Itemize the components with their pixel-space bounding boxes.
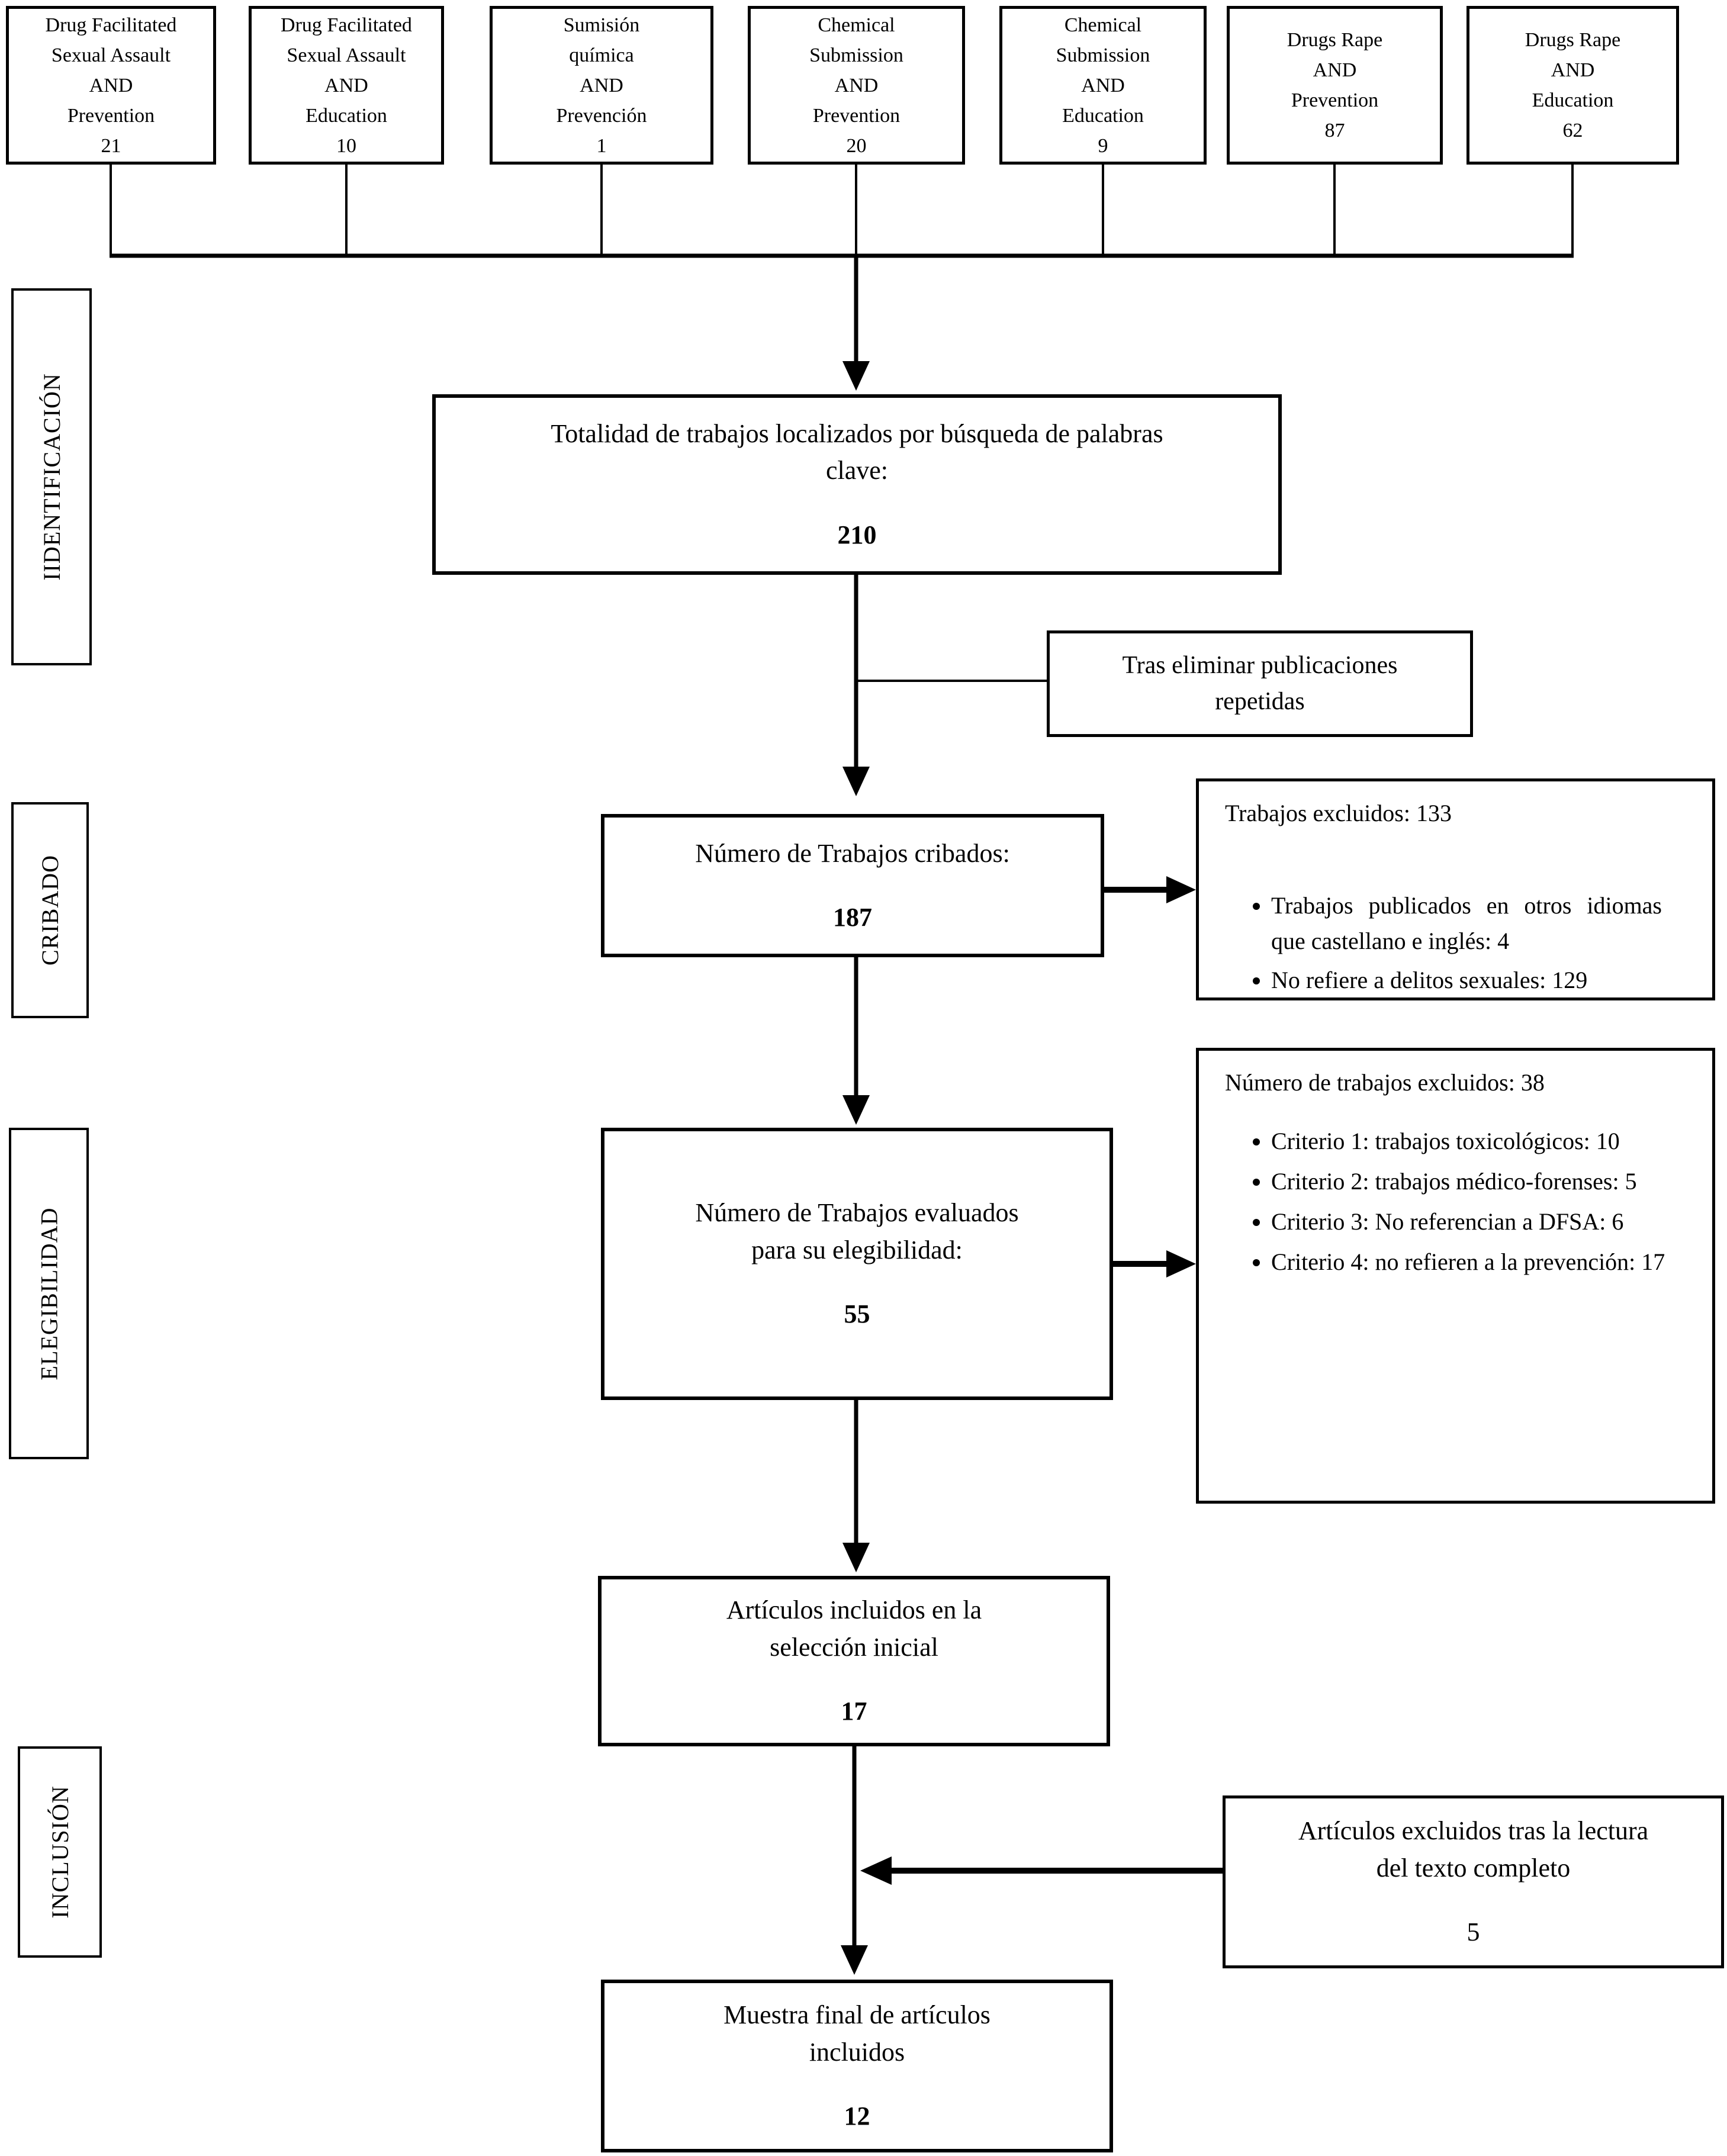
flow-box-count: 210: [837, 520, 877, 549]
arrowhead-fulltext: [860, 1856, 892, 1885]
exclusion-list: Trabajos publicados en otros idiomas que…: [1225, 888, 1662, 1002]
exclusion-box-eligibility: Número de trabajos excluidos: 38 Criteri…: [1196, 1048, 1715, 1504]
search-box-label: Drug Facilitated Sexual Assault AND Prev…: [45, 14, 177, 127]
exclusion-item: Criterio 1: trabajos toxicológicos: 10: [1271, 1123, 1686, 1160]
exclusion-item: Criterio 2: trabajos médico-forenses: 5: [1271, 1163, 1686, 1200]
stage-label-text: ELEGIBILIDAD: [36, 1207, 63, 1380]
arrowhead-to-final: [841, 1945, 868, 1975]
exclusion-box-count: 5: [1466, 1917, 1480, 1947]
flow-box-title: Artículos incluidos en la selección inic…: [726, 1595, 982, 1662]
flow-box-count: 17: [841, 1697, 867, 1726]
flow-box-final-sample: Muestra final de artículos incluidos 12: [601, 1980, 1113, 2152]
stage-label-inclusion: INCLUSIÓN: [18, 1746, 102, 1958]
flow-box-count: 187: [833, 903, 872, 932]
flow-box-title: Número de Trabajos evaluados para su ele…: [695, 1198, 1019, 1264]
flow-box-title: Totalidad de trabajos localizados por bú…: [551, 419, 1163, 485]
search-box-label: Chemical Submission AND Prevention: [809, 14, 903, 127]
arrowhead-to-total: [842, 361, 870, 391]
note-box-text: Tras eliminar publicaciones repetidas: [1122, 652, 1398, 715]
arrowhead-to-assessed: [842, 1095, 870, 1125]
flow-box-title: Muestra final de artículos incluidos: [723, 2000, 990, 2067]
search-box-chemsub-prevention: Chemical Submission AND Prevention 20: [748, 6, 965, 165]
search-box-drugsrape-education: Drugs Rape AND Education 62: [1466, 6, 1679, 165]
arrowhead-assessed-excluded: [1166, 1250, 1196, 1277]
exclusion-box-title: Trabajos excluidos: 133: [1225, 800, 1452, 826]
search-box-dfsa-prevention: Drug Facilitated Sexual Assault AND Prev…: [6, 6, 216, 165]
stage-label-screening: CRIBADO: [11, 802, 89, 1018]
search-box-count: 21: [101, 134, 121, 157]
search-box-label: Sumisión química AND Prevención: [556, 14, 647, 127]
arrowhead-to-initial: [842, 1543, 870, 1572]
flow-box-title: Número de Trabajos cribados:: [695, 838, 1010, 868]
search-box-count: 9: [1098, 134, 1108, 157]
exclusion-box-title: Número de trabajos excluidos: 38: [1225, 1069, 1545, 1096]
flow-box-total-records: Totalidad de trabajos localizados por bú…: [432, 394, 1282, 575]
stage-label-text: INCLUSIÓN: [46, 1785, 73, 1919]
search-box-count: 20: [846, 134, 867, 157]
flow-box-initial-selection: Artículos incluidos en la selección inic…: [598, 1576, 1110, 1746]
stage-label-eligibility: ELEGIBILIDAD: [9, 1128, 89, 1459]
exclusion-item: Trabajos publicados en otros idiomas que…: [1271, 888, 1662, 959]
exclusion-item: Criterio 3: No referencian a DFSA: 6: [1271, 1204, 1686, 1240]
stage-label-identification: IIDENTIFICACIÓN: [11, 288, 92, 665]
flow-box-assessed-eligibility: Número de Trabajos evaluados para su ele…: [601, 1128, 1113, 1400]
search-box-count: 87: [1324, 120, 1345, 141]
arrowhead-screened-excluded: [1166, 876, 1196, 903]
stage-label-text: CRIBADO: [37, 854, 63, 966]
exclusion-item: Criterio 4: no refieren a la prevención:…: [1271, 1244, 1686, 1280]
flow-box-count: 12: [844, 2102, 870, 2131]
flow-box-screened: Número de Trabajos cribados: 187: [601, 814, 1104, 957]
arrowhead-to-screened: [842, 767, 870, 796]
search-box-count: 62: [1562, 120, 1583, 141]
search-box-count: 10: [336, 134, 356, 157]
exclusion-box-title: Artículos excluidos tras la lectura del …: [1298, 1816, 1649, 1883]
search-box-label: Drugs Rape AND Education: [1525, 29, 1621, 111]
search-box-label: Chemical Submission AND Education: [1056, 14, 1150, 127]
exclusion-box-full-text: Artículos excluidos tras la lectura del …: [1223, 1795, 1724, 1968]
search-box-drugsrape-prevention: Drugs Rape AND Prevention 87: [1227, 6, 1443, 165]
search-box-dfsa-education: Drug Facilitated Sexual Assault AND Educ…: [249, 6, 444, 165]
exclusion-box-screening: Trabajos excluidos: 133 Trabajos publica…: [1196, 778, 1715, 1000]
search-box-label: Drugs Rape AND Prevention: [1287, 29, 1383, 111]
search-box-sumision-prevencion: Sumisión química AND Prevención 1: [490, 6, 713, 165]
search-box-label: Drug Facilitated Sexual Assault AND Educ…: [281, 14, 412, 127]
exclusion-item: No refiere a delitos sexuales: 129: [1271, 963, 1662, 998]
exclusion-list: Criterio 1: trabajos toxicológicos: 10 C…: [1225, 1123, 1686, 1284]
note-box-duplicates-removed: Tras eliminar publicaciones repetidas: [1047, 630, 1473, 737]
search-box-count: 1: [596, 134, 607, 157]
search-box-chemsub-education: Chemical Submission AND Education 9: [999, 6, 1207, 165]
flow-box-count: 55: [844, 1299, 870, 1329]
stage-label-text: IIDENTIFICACIÓN: [38, 373, 65, 581]
